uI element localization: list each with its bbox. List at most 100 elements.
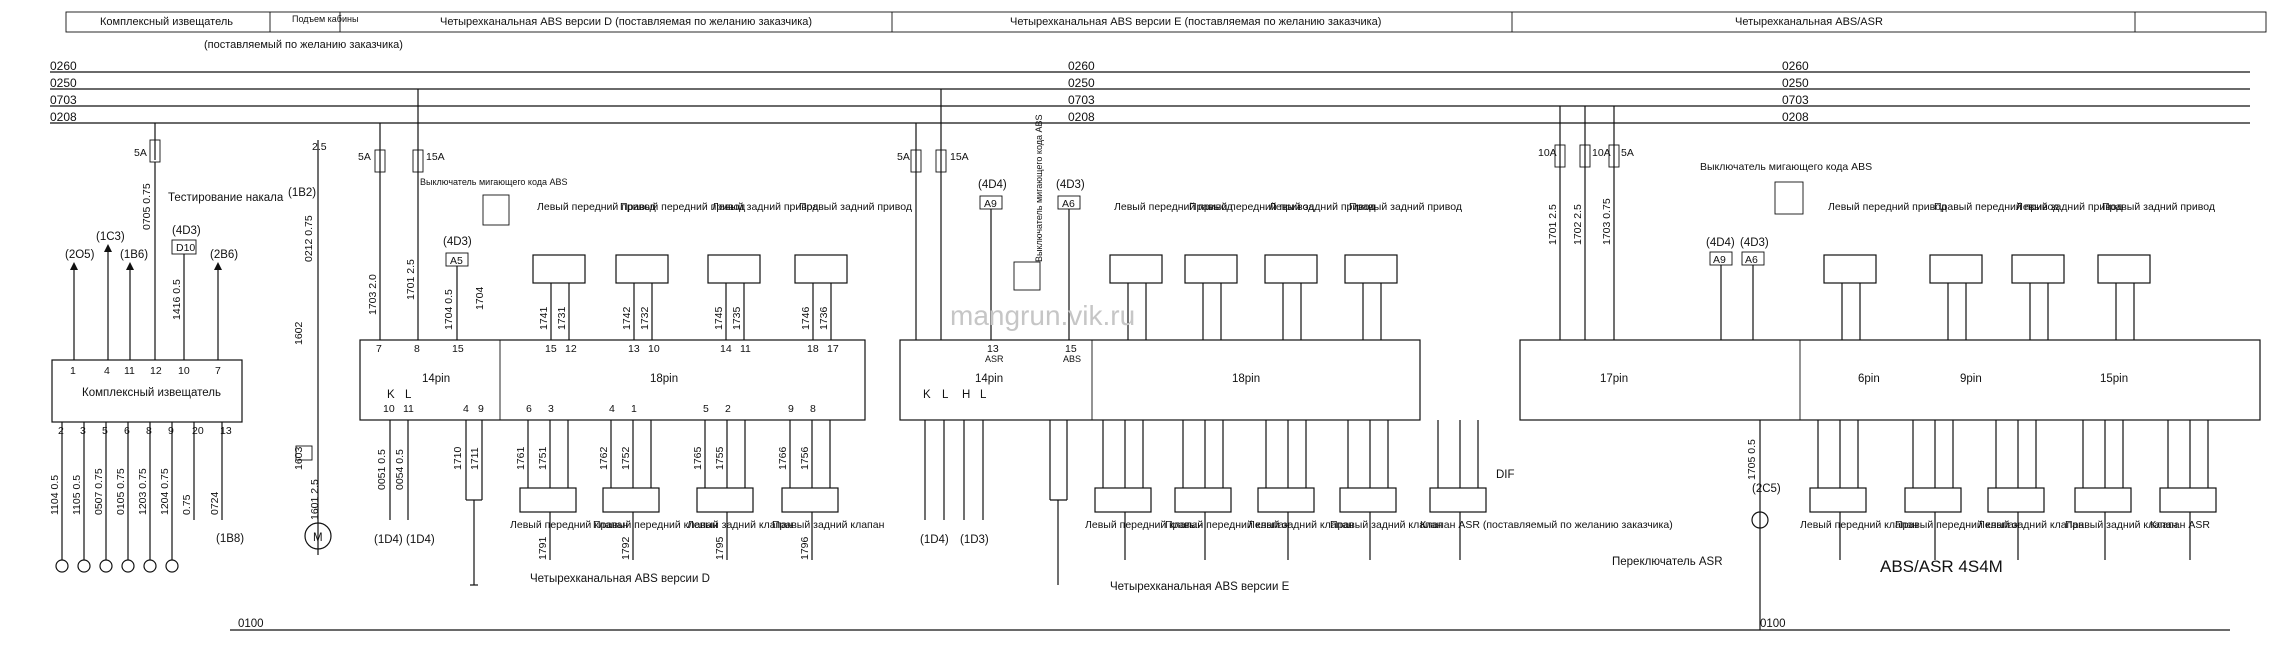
pin-bot-3: 5 bbox=[102, 425, 108, 437]
actuator-pin-a: 18 bbox=[807, 343, 819, 355]
abs-e-conn-a6: A6 bbox=[1062, 198, 1075, 210]
asr-fuse-1: 10A bbox=[1538, 147, 1557, 159]
abs-e-conn-1d4: (1D4) bbox=[920, 534, 949, 546]
abs-d-18pin: 18pin bbox=[650, 373, 678, 385]
asr-switch-label: Выключатель мигающего кода ABS bbox=[1700, 161, 1872, 173]
actuator-pin-a: 15 bbox=[545, 343, 557, 355]
valve-box bbox=[696, 487, 754, 513]
asr-wire-1702: 1702 2.5 bbox=[1572, 204, 1584, 245]
valve-label: Левый передний клапан bbox=[1800, 519, 1918, 531]
abs-e-switch-label: Выключатель мигающего кода ABS bbox=[1034, 114, 1044, 262]
bus-label-1: 0260 bbox=[50, 59, 77, 73]
actuator-box bbox=[794, 254, 848, 284]
asr-17pin: 17pin bbox=[1600, 373, 1628, 385]
abs-d-wire-1704: 1704 0.5 bbox=[443, 289, 455, 330]
actuator-label: Правый задний привод bbox=[1349, 201, 1462, 213]
abs-e-conn-1d3: (1D3) bbox=[960, 534, 989, 546]
actuator-box bbox=[532, 254, 586, 284]
pin-top-6: 7 bbox=[215, 365, 221, 377]
actuator-label: Левый передний привод bbox=[1828, 201, 1947, 213]
wire-1416: 1416 0.5 bbox=[171, 279, 183, 320]
actuator-wire-b: 1735 bbox=[731, 306, 743, 330]
annunciator-module-label: Комплексный извещатель bbox=[82, 387, 221, 399]
abs-e-fuse-b-label: 15A bbox=[950, 151, 969, 163]
valve-label: Левый задний клапан bbox=[1978, 519, 2084, 531]
lamp-wire-4: 0105 0.75 bbox=[115, 468, 127, 515]
watermark: mangrun.vik.ru bbox=[950, 300, 1135, 331]
asr-lamp bbox=[1751, 511, 1769, 529]
annunciator-section: 5A 0705 0.75 Тестирование накала (4D3) D… bbox=[49, 123, 284, 573]
bus-label-right-2: 0250 bbox=[1782, 76, 1809, 90]
valve-wire-a: 1765 bbox=[692, 446, 704, 470]
abs-d-pin-7: 7 bbox=[376, 343, 382, 355]
header-left-title: Комплексный извещатель bbox=[100, 16, 233, 28]
asr-title: ABS/ASR 4S4M bbox=[1880, 557, 2003, 576]
actuator-wire-a: 1742 bbox=[621, 306, 633, 330]
abs-e-section: 5A 15A (4D4) (4D3) A9 A6 Выключатель миг… bbox=[897, 89, 1673, 593]
actuator-wire-a: 1741 bbox=[538, 306, 550, 330]
asr-conn-4d3: (4D3) bbox=[1740, 237, 1769, 249]
bus-label-right-1: 0260 bbox=[1782, 59, 1809, 73]
bus-label-mid-3: 0703 bbox=[1068, 93, 1095, 107]
valve-box bbox=[781, 487, 839, 513]
asr-15pin: 15pin bbox=[2100, 373, 2128, 385]
header-row: Комплексный извещатель (поставляемый по … bbox=[65, 11, 2267, 51]
conn-4d3-left: (4D3) bbox=[172, 225, 201, 237]
valve-wire-b: 1756 bbox=[799, 446, 811, 470]
valve-wire-c: 1796 bbox=[799, 536, 811, 560]
valve-pin-a: 9 bbox=[788, 403, 794, 415]
valve-label: Правый задний клапан bbox=[772, 519, 885, 531]
abs-d-switch-label: Выключатель мигающего кода ABS bbox=[420, 177, 568, 187]
actuator-box bbox=[1344, 254, 1398, 284]
header-left-subtitle: (поставляемый по желанию заказчика) bbox=[204, 39, 403, 51]
abs-e-pin-abs: ABS bbox=[1063, 354, 1081, 364]
abs-e-pin-h: H bbox=[962, 389, 970, 401]
actuator-wire-b: 1736 bbox=[818, 306, 830, 330]
asr-switch-asr: Переключатель ASR bbox=[1612, 556, 1723, 568]
conn-1b6: (1B6) bbox=[120, 249, 148, 261]
pin-bot-7: 20 bbox=[192, 425, 204, 437]
actuator-label: Левый передний привод bbox=[537, 201, 656, 213]
abs-e-title: Четырехканальная ABS версии E bbox=[1110, 581, 1290, 593]
abs-d-fuse-a-label: 5A bbox=[358, 151, 371, 163]
valve-label: Левый передний клапан bbox=[1085, 519, 1203, 531]
valve-wire-c: 1791 bbox=[537, 536, 549, 560]
lamp-wire-8: 0724 bbox=[209, 491, 221, 515]
abs-e-dif: DIF bbox=[1496, 469, 1515, 481]
actuator-pin-b: 17 bbox=[827, 343, 839, 355]
abs-d-switch bbox=[482, 194, 510, 226]
abs-d-pin-11: 11 bbox=[403, 403, 414, 415]
valve-wire-b: 1751 bbox=[537, 446, 549, 470]
asr-9pin: 9pin bbox=[1960, 373, 1982, 385]
warning-lamp bbox=[77, 559, 91, 573]
abs-e-18pin: 18pin bbox=[1232, 373, 1260, 385]
pin-top-3: 11 bbox=[124, 365, 135, 377]
valve-box bbox=[1987, 487, 2045, 513]
actuator-pin-b: 10 bbox=[648, 343, 660, 355]
abs-e-pin-l2: L bbox=[980, 389, 987, 401]
valve-box bbox=[2159, 487, 2217, 513]
abs-d-ecu bbox=[359, 339, 866, 421]
asr-6pin: 6pin bbox=[1858, 373, 1880, 385]
cab-wire-1602: 1602 bbox=[293, 321, 305, 345]
abs-d-pin-9: 9 bbox=[478, 403, 484, 415]
actuator-wire-b: 1732 bbox=[639, 306, 651, 330]
valve-label: Клапан ASR bbox=[2150, 519, 2210, 531]
valve-label: Правый передний клапан bbox=[1165, 519, 1290, 531]
bus-label-3: 0703 bbox=[50, 93, 77, 107]
valve-pin-a: 4 bbox=[609, 403, 615, 415]
lamp-wire-6: 1204 0.75 bbox=[159, 468, 171, 515]
bus-label-right-4: 0208 bbox=[1782, 110, 1809, 124]
abs-d-title: Четырехканальная ABS версии D bbox=[530, 573, 710, 585]
actuator-box bbox=[1929, 254, 1983, 284]
asr-conn-a9: A9 bbox=[1713, 254, 1726, 266]
actuator-label: Правый передний привод bbox=[1189, 201, 1314, 213]
valve-wire-a: 1761 bbox=[515, 446, 527, 470]
abs-d-conn-1d4-a: (1D4) bbox=[374, 534, 403, 546]
warning-lamp bbox=[165, 559, 179, 573]
abs-d-wire-0054: 0054 0.5 bbox=[394, 449, 406, 490]
